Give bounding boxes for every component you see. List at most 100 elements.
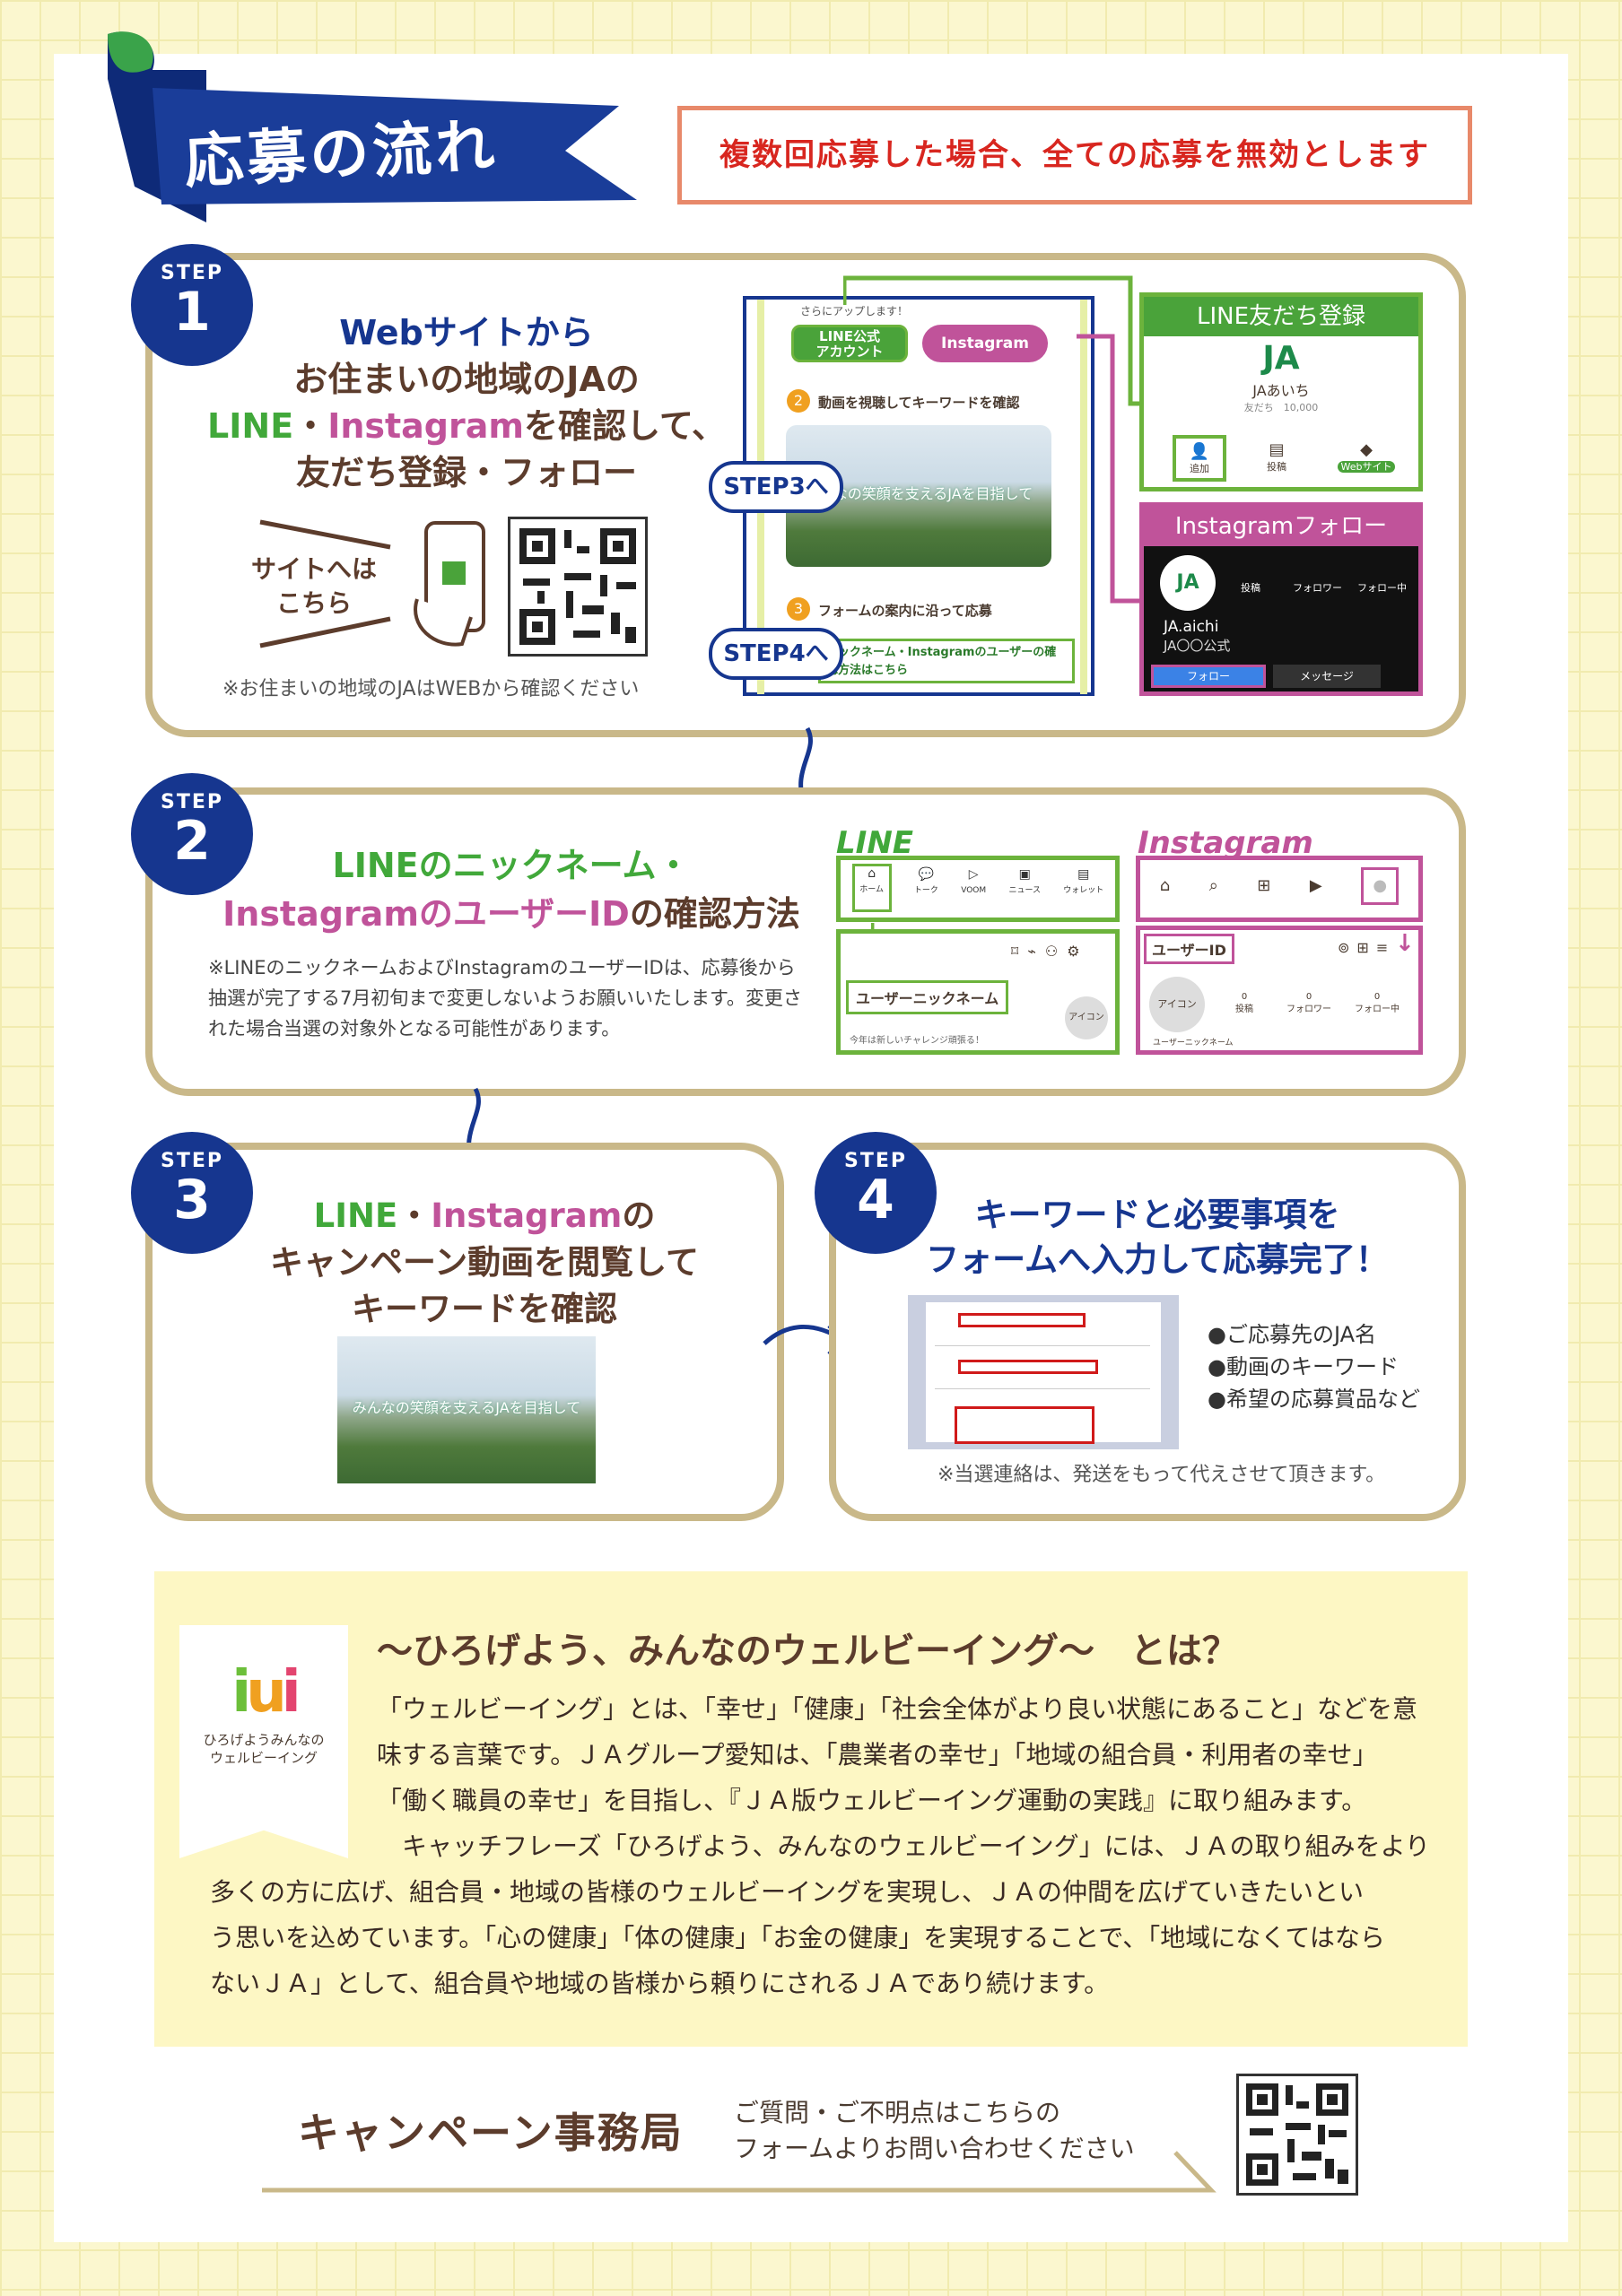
nickname-check-link[interactable]: ニックネーム・Instagramのユーザーの確認方法はこちら (818, 639, 1075, 683)
line-add-button[interactable]: 👤 追加 (1173, 435, 1226, 482)
step-label: STEP (843, 1150, 907, 1172)
site-arrow-lines (259, 519, 391, 648)
add-label: 追加 (1190, 463, 1209, 474)
mock-top-text: さらにアップします！ (800, 305, 909, 317)
user-id-word: のユーザーID (418, 894, 630, 934)
required-item: ●動画のキーワード (1208, 1354, 1399, 1379)
line-official-button[interactable]: LINE公式 アカウント (791, 325, 908, 362)
step1-line4: 友だち登録・フォロー (295, 453, 637, 492)
tab-voom[interactable]: ▷VOOM (961, 867, 987, 895)
dot: ・ (293, 406, 328, 446)
step1-note: ※お住まいの地域のJAはWEBから確認ください (222, 678, 640, 700)
profile-tab[interactable]: ● (1361, 867, 1400, 905)
form-field-prize[interactable] (955, 1406, 1094, 1444)
website-qr-code[interactable] (508, 517, 648, 657)
label: フォロー中 (1355, 1004, 1400, 1014)
instagram-label: Instagram (1138, 825, 1313, 861)
line-friend-panel: LINE友だち登録 JA JAあいち 友だち 10,000 👤追加 ▤投稿 ◆W… (1139, 292, 1423, 491)
count: 0 (1305, 992, 1312, 1002)
insta-following-stat: 0 フォロー中 (1352, 991, 1402, 1016)
rest: を確認して、 (523, 406, 726, 446)
tab-label: ウォレット (1063, 886, 1104, 895)
reels-icon[interactable]: ▶ (1309, 876, 1322, 895)
step-number: 3 (173, 1169, 211, 1231)
post-icon: ▤ (1269, 440, 1285, 459)
step3-line1: LINE・Instagramの (188, 1193, 780, 1239)
wellbeing-heading: 〜ひろげよう、みんなのウェルビーイング〜 とは？ (377, 1631, 1238, 1672)
insta-follow-button[interactable]: フォロー (1151, 665, 1266, 688)
wellbeing-para-line: 「ウェルビーイング」とは、「幸せ」「健康」「社会全体がより良い状態にあること」な… (377, 1694, 1418, 1724)
video-caption: みんなの笑顔を支えるJAを目指して (352, 1398, 581, 1416)
add-friend-icon: 👤 (1189, 442, 1210, 461)
instagram-word: Instagram (222, 894, 419, 934)
line-nickname: ユーザーニックネーム (846, 980, 1009, 1014)
step4-tag: STEP4へ (709, 628, 843, 680)
instagram-follow-panel: Instagramフォロー JA 投稿 フォロワー フォロー中 JA.aichi… (1139, 502, 1423, 696)
form-field-keyword[interactable] (958, 1360, 1098, 1374)
form-field-ja[interactable] (958, 1313, 1086, 1327)
insta-following: フォロー中 (1357, 582, 1407, 594)
instagram-word: Instagram (327, 406, 524, 446)
rest: の確認方法 (629, 894, 800, 934)
wellbeing-para-line: う思いを込めています。「心の健康」「体の健康」「お金の健康」を実現することで、「… (210, 1923, 1385, 1952)
tab-news[interactable]: ▣ニュース (1008, 867, 1041, 895)
mock-step3-number: 3 (787, 597, 810, 621)
step-label: STEP (160, 1150, 223, 1172)
count: 0 (1373, 992, 1381, 1002)
insta-followers: フォロワー (1293, 582, 1342, 594)
search-icon[interactable]: ⌕ (1208, 876, 1218, 895)
line-avatar: アイコン (1065, 996, 1108, 1039)
step4-heading: キーワードと必要事項を フォームへ入力して応募完了！ (888, 1193, 1426, 1283)
smartphone-hand-icon (414, 521, 485, 647)
step2-line2: InstagramのユーザーIDの確認方法 (197, 890, 825, 938)
insta-message-button[interactable]: メッセージ (1273, 665, 1381, 688)
home-icon[interactable]: ⌂ (1159, 876, 1171, 895)
site-label: サイトへは こちら (250, 554, 377, 618)
label: フォロワー (1286, 1004, 1331, 1014)
header-ribbon (108, 31, 637, 222)
step2-heading: LINEのニックネーム・ InstagramのユーザーIDの確認方法 (197, 841, 825, 938)
tab-home[interactable]: ⌂ホーム (851, 864, 892, 912)
required-item: ●希望の応募賞品など (1208, 1387, 1420, 1412)
video-caption: みんなの笑顔を支えるJAを目指して (804, 485, 1033, 503)
step4-line1: キーワードと必要事項を (974, 1196, 1340, 1234)
qr-pattern-icon (519, 528, 636, 645)
wellbeing-para-line: キャッチフレーズ「ひろげよう、みんなのウェルビーイング」には、ＪＡの取り組みをよ… (377, 1831, 1431, 1861)
contact-qr-code[interactable] (1236, 2074, 1358, 2196)
step-number: 1 (173, 281, 211, 344)
footer-underline (262, 2151, 1216, 2193)
tab-label: トーク (913, 886, 938, 895)
step2-line1: LINEのニックネーム・ (332, 846, 691, 885)
tab-wallet[interactable]: ▤ウォレット (1063, 867, 1104, 895)
step-number: 4 (857, 1169, 894, 1231)
warning-text: 複数回応募した場合、全ての応募を無効とします (719, 137, 1430, 173)
instagram-button[interactable]: Instagram (922, 325, 1048, 362)
line-header-icons: ⌑⌁⚇⚙ (1011, 943, 1089, 960)
step4-line2: フォームへ入力して応募完了！ (926, 1240, 1389, 1279)
connector-lines (843, 275, 1148, 604)
line-post-button[interactable]: ▤投稿 (1250, 440, 1304, 474)
ja-logo-icon: JA (1262, 340, 1300, 377)
step3-tag: STEP3へ (709, 461, 843, 513)
step3-line3: キーワードを確認 (352, 1290, 617, 1328)
add-icon[interactable]: ⊞ (1257, 876, 1271, 895)
campaign-video-thumbnail[interactable]: みんなの笑顔を支えるJAを目指して (337, 1336, 596, 1483)
line-panel-title: LINE友だち登録 (1144, 297, 1418, 336)
required-items: ●ご応募先のJA名 ●動画のキーワード ●希望の応募賞品など (1208, 1318, 1420, 1415)
wellbeing-para-line: 「働く職員の幸せ」を目指し、『ＪＡ版ウェルビーイング運動の実践』に取り組みます。 (377, 1786, 1367, 1815)
line-status: 今年は新しいチャレンジ頑張る！ (850, 1036, 984, 1046)
line-web-button[interactable]: ◆Webサイト (1332, 440, 1400, 474)
tab-talk[interactable]: 💬トーク (913, 867, 938, 895)
insta-sub: JA〇〇公式 (1164, 638, 1231, 654)
step4-note: ※当選連絡は、発送をもって代えさせて頂きます。 (937, 1464, 1386, 1486)
insta-avatar-small: アイコン (1149, 977, 1205, 1032)
insta-panel-title: Instagramフォロー (1144, 507, 1418, 546)
line-friend-count: 友だち 10,000 (1243, 402, 1319, 413)
qr-pattern-icon (1246, 2083, 1348, 2186)
line-label: LINE (836, 825, 913, 861)
tag-icon: ◆ (1360, 440, 1373, 459)
step2-note: ※LINEのニックネームおよびInstagramのユーザーIDは、応募後から抽選… (208, 957, 802, 1039)
